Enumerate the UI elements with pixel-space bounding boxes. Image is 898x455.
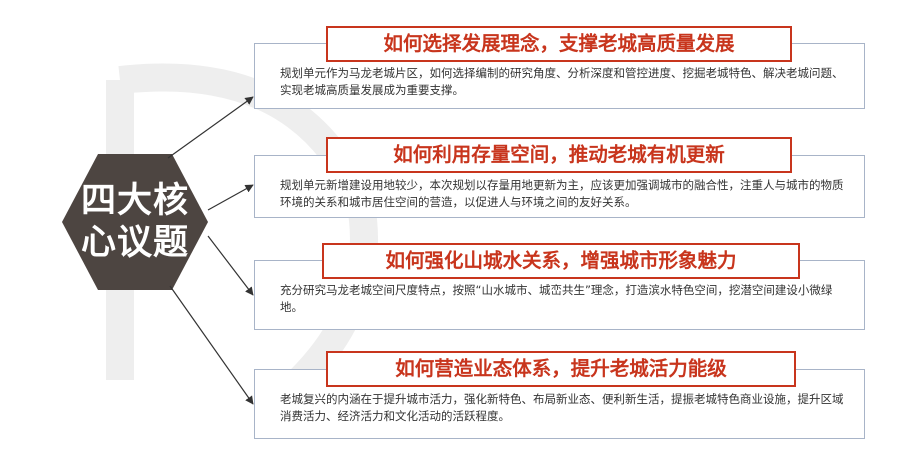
arrow-3 — [207, 235, 254, 296]
center-hexagon — [62, 154, 208, 290]
center-hexagon-label: 四大核 心议题 — [60, 180, 210, 264]
arrow-1 — [167, 96, 254, 159]
arrow-2 — [207, 184, 254, 211]
topic-2-title: 如何利用存量空间，推动老城有机更新 — [326, 137, 792, 173]
topic-3-title: 如何强化山城水关系，增强城市形象魅力 — [322, 243, 800, 279]
topic-4-title: 如何营造业态体系，提升老城活力能级 — [326, 351, 796, 387]
arrow-4 — [169, 285, 254, 405]
center-label-line1: 四大核 — [80, 181, 189, 221]
topic-3-description: 充分研究马龙老城空间尺度特点，按照“山水城市、城峦共生”理念，打造滨水特色空间，… — [280, 283, 833, 314]
topic-4-description: 老城复兴的内涵在于提升城市活力，强化新特色、布局新业态、便利新生活，提振老城特色… — [280, 392, 844, 423]
topic-2-description: 规划单元新增建设用地较少，本次规划以存量用地更新为主，应该更加强调城市的融合性，… — [280, 178, 844, 209]
center-label-line2: 心议题 — [80, 223, 189, 263]
topic-1-title: 如何选择发展理念，支撑老城高质量发展 — [326, 26, 792, 62]
topic-1-description: 规划单元作为马龙老城片区，如何选择编制的研究角度、分析深度和管控进度、挖掘老城特… — [280, 66, 844, 97]
